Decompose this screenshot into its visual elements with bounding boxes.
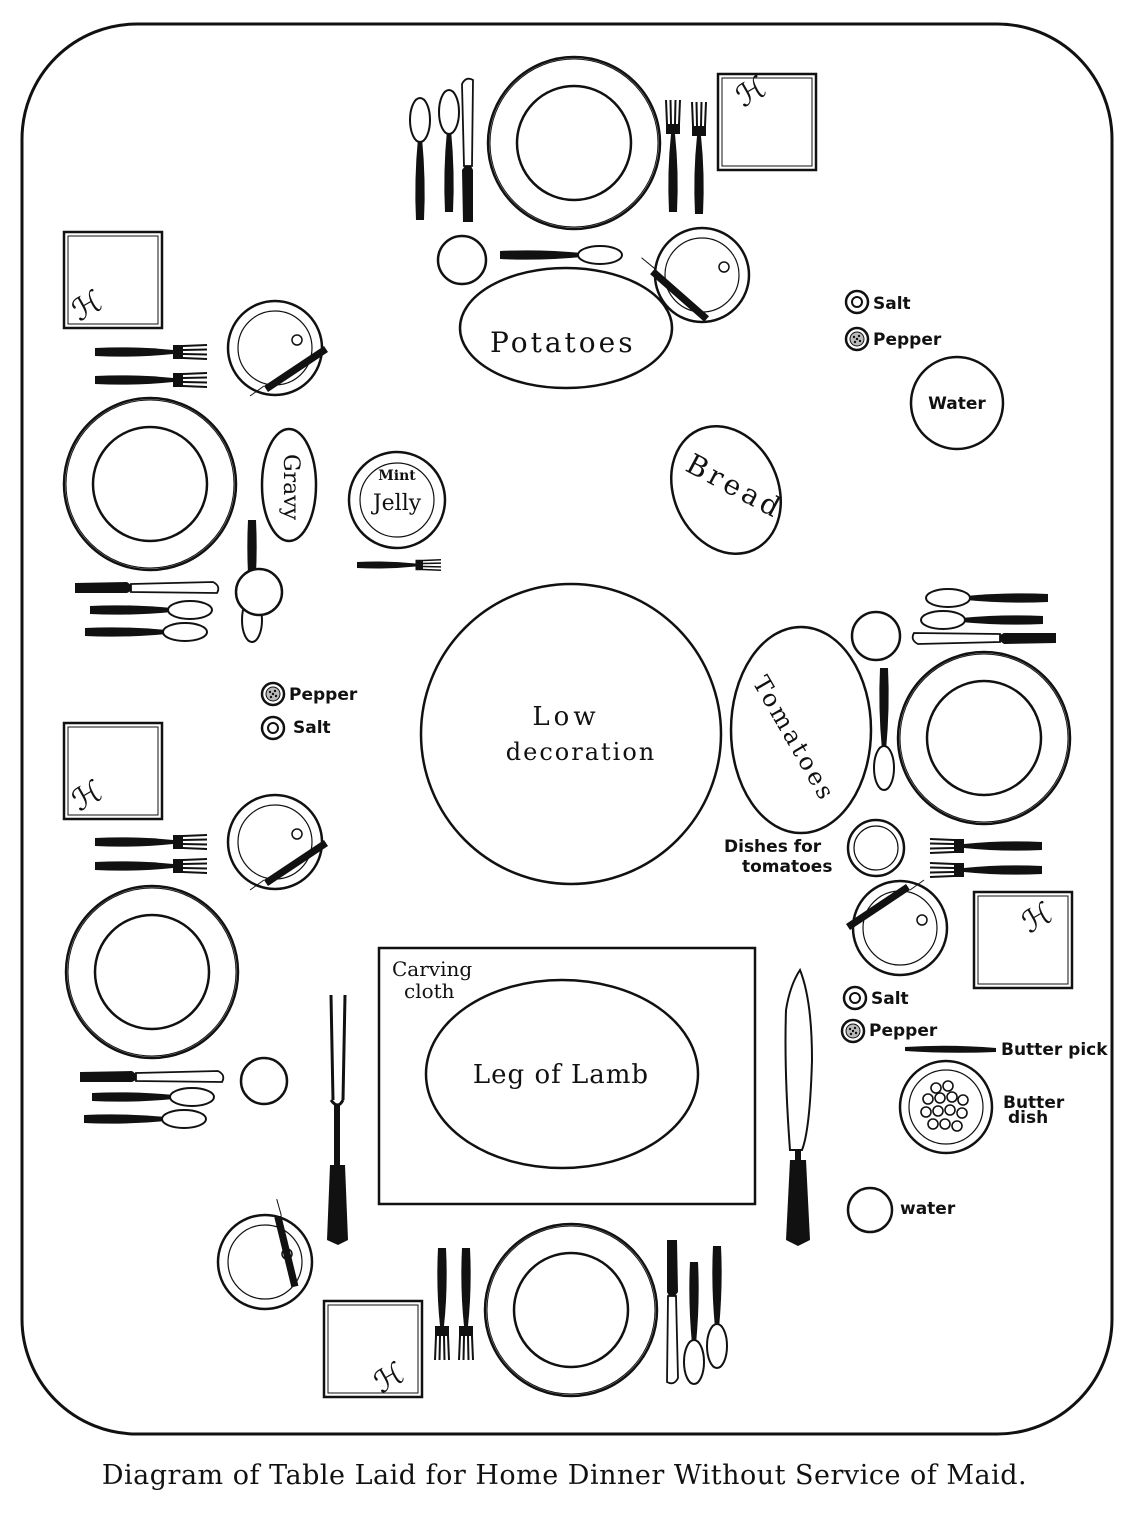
label-dish: dish: [1008, 1108, 1048, 1128]
label-butter: Butter: [1003, 1093, 1065, 1113]
svg-text:Salt: Salt: [871, 989, 909, 1009]
svg-text:Pepper: Pepper: [289, 685, 358, 705]
bread-plate-top: [653, 226, 751, 324]
label-gravy: Gravy: [278, 454, 303, 521]
salt-pepper-top-right: Salt Pepper: [844, 289, 942, 352]
label-butter-pick: Butter pick: [1001, 1040, 1108, 1060]
salt-pepper-left: Pepper Salt: [260, 681, 358, 741]
label-pepper: Pepper: [873, 330, 942, 350]
label-leg-of-lamb: Leg of Lamb: [473, 1060, 649, 1090]
carving-knife: [784, 967, 814, 1246]
dish-leg-of-lamb: [424, 978, 700, 1170]
water-glass-bottom-right: water: [846, 1186, 956, 1234]
centerpiece: Low decoration: [419, 582, 723, 886]
place-setting-right: Dishes for tomatoes ℋ: [724, 588, 1074, 990]
dish-for-tomatoes: [846, 818, 906, 878]
diagram-caption: Diagram of Table Laid for Home Dinner Wi…: [101, 1460, 1028, 1491]
label-cloth: cloth: [404, 979, 455, 1003]
label-decoration: decoration: [506, 738, 656, 766]
label-dishes-for: Dishes for: [724, 837, 822, 857]
water-glass-top: [436, 234, 488, 286]
label-low: Low: [532, 702, 599, 732]
place-setting-left-upper: ℋ Gravy: [62, 230, 329, 643]
dish-tomatoes: Tomatoes: [729, 625, 873, 835]
svg-text:Pepper: Pepper: [869, 1021, 938, 1041]
label-salt: Salt: [873, 294, 911, 314]
dish-gravy: Gravy: [260, 427, 318, 543]
dish-mint-jelly: Mint Jelly: [347, 450, 447, 571]
place-setting-bottom: ℋ: [216, 1198, 728, 1401]
label-potatoes: Potatoes: [490, 326, 636, 359]
label-water: Water: [928, 394, 986, 414]
butter-pick: Butter pick: [905, 1040, 1108, 1060]
place-setting-top: ℋ: [409, 55, 818, 334]
label-dishes-tomatoes: tomatoes: [742, 857, 832, 877]
place-setting-left-lower: ℋ: [62, 721, 329, 1129]
butter-dish: Butter dish: [898, 1059, 1065, 1155]
carving-fork: [327, 994, 348, 1245]
dish-potatoes: Potatoes: [458, 266, 674, 390]
svg-text:water: water: [900, 1199, 956, 1219]
label-mint: Mint: [378, 468, 416, 484]
label-carving: Carving: [392, 957, 472, 981]
bread-plate-bottom: [216, 1213, 314, 1311]
salt-pepper-bottom-right: Salt Pepper: [840, 985, 938, 1044]
svg-text:Salt: Salt: [293, 718, 331, 738]
label-jelly: Jelly: [371, 491, 422, 516]
carving-cloth: Carving cloth Leg of Lamb: [377, 946, 757, 1206]
water-pitcher: Water: [909, 355, 1005, 451]
